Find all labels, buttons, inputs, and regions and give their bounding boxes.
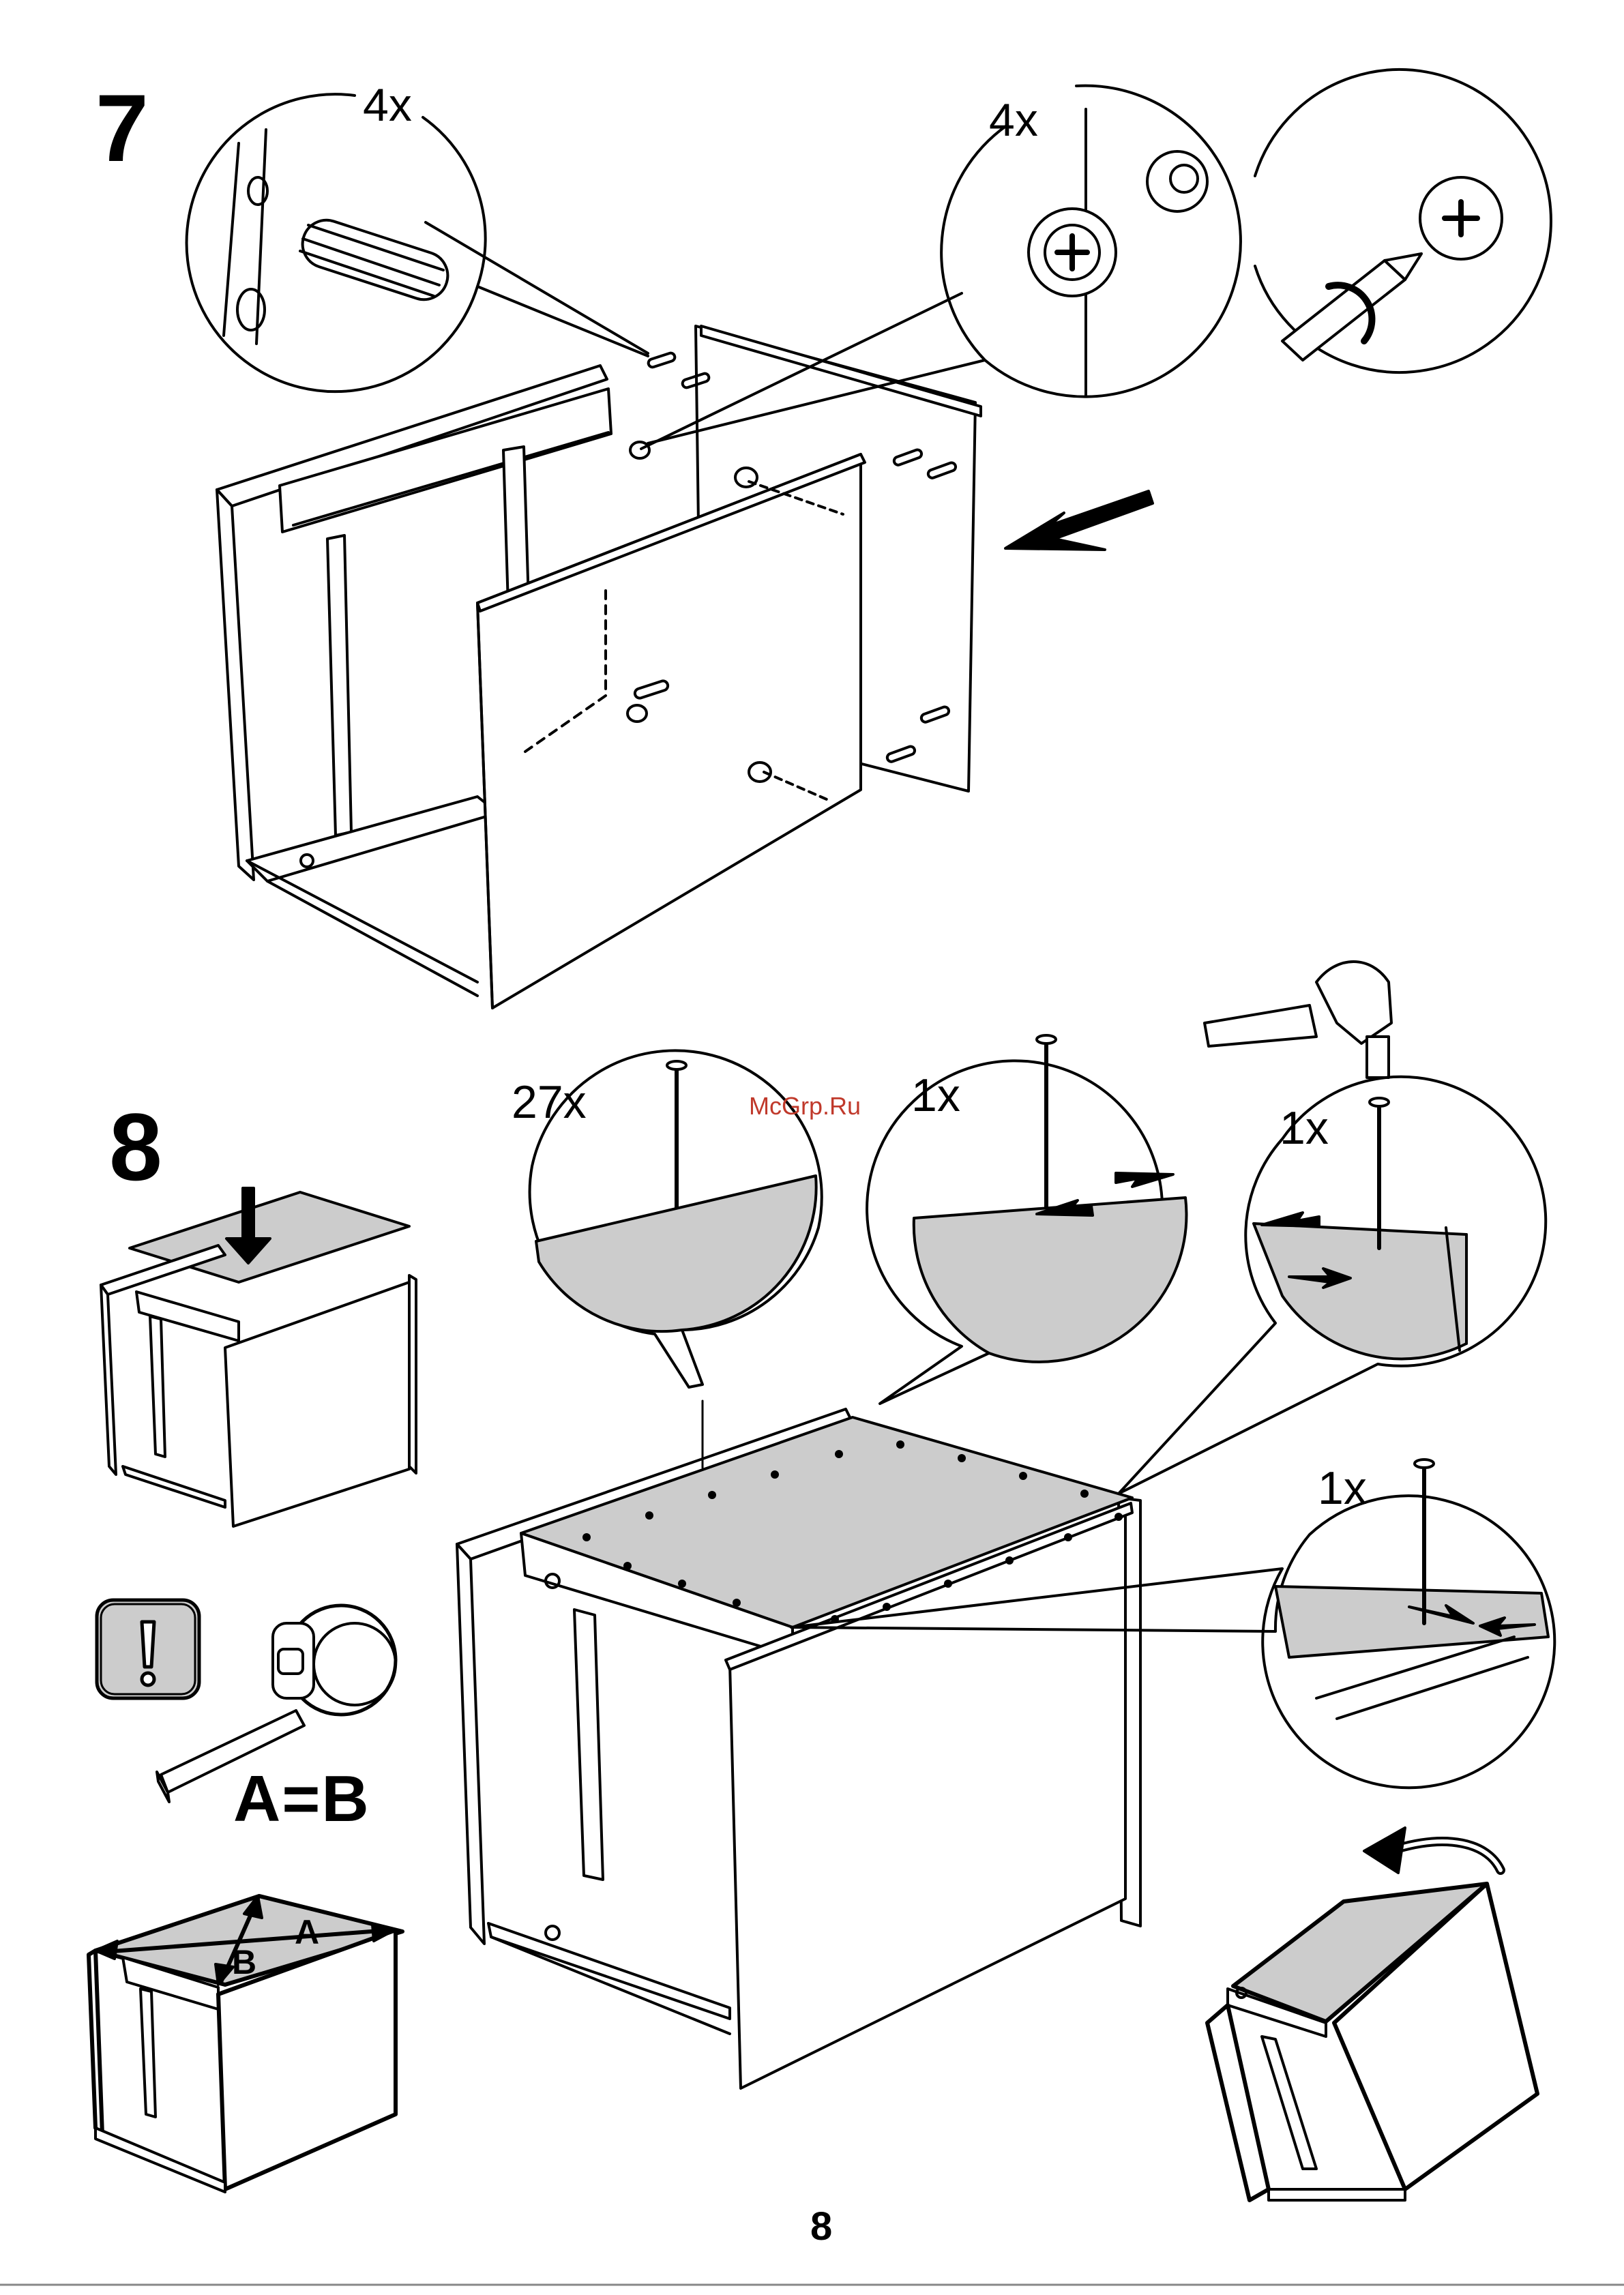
step7-cabinet-frame [217,326,981,1008]
hammer-icon [1205,962,1391,1078]
screwdriver-magnifier [1255,70,1551,372]
screwdriver-icon [1282,254,1421,360]
step8-diagonal-check [89,1896,402,2192]
nail-icon [1037,1035,1056,1207]
nail-magnifier-1x-corner [1119,1077,1546,1494]
step-8-number: 8 [109,1099,162,1195]
nail-icon [1370,1098,1389,1248]
cam-lock-count: 4x [989,97,1038,143]
nail-count-corner: 1x [1280,1105,1329,1151]
dowel-icon [297,214,454,306]
step-7-number: 7 [95,80,149,176]
dowel-count: 4x [363,82,412,128]
direction-arrow-icon [1005,491,1153,550]
watermark: McGrp.Ru [749,1094,861,1119]
nail-count-edge: 1x [911,1072,960,1119]
diagonal-label-b: B [232,1945,256,1979]
step8-flipped-cabinet [1207,1884,1537,2200]
cam-lock-icon [1029,151,1207,296]
rotate-arrow-icon [1364,1828,1501,1873]
diagonal-label-a: A [295,1915,319,1949]
dowel-magnifier [187,94,648,391]
nail-icon [667,1061,686,1207]
nail-count-lower: 1x [1318,1465,1367,1511]
warning-icon [97,1600,199,1698]
step8-top-panel-placement [101,1188,416,1526]
cam-lock-icon [1420,177,1502,259]
diagonal-formula: A=B [233,1766,370,1832]
page-number: 8 [810,2207,832,2247]
step8-main-cabinet [457,1409,1140,2088]
nail-count-27x: 27x [512,1079,587,1125]
